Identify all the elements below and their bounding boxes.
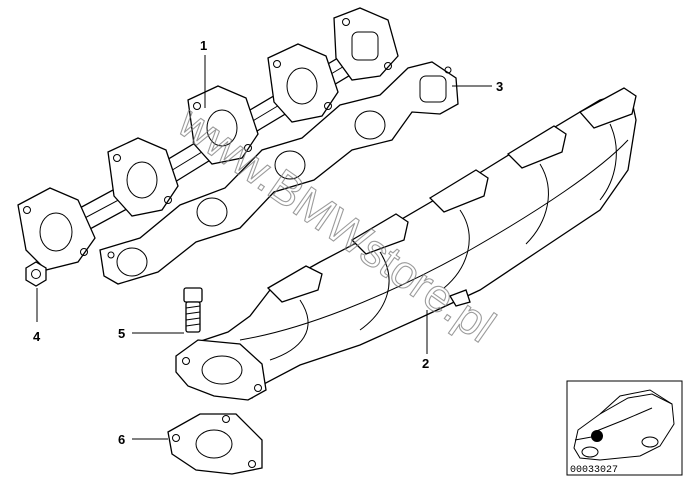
callout-2: 2 (422, 356, 429, 371)
part-3-manifold-gasket (99, 61, 459, 285)
callout-3: 3 (496, 79, 503, 94)
part-5-stud-bolt (183, 287, 203, 333)
car-outline-icon (573, 389, 675, 461)
part-1-exhaust-manifold-upper (17, 7, 399, 271)
callout-6: 6 (118, 432, 125, 447)
callout-4: 4 (33, 329, 41, 344)
leader-lines (36, 55, 492, 440)
part-4-hex-nut (25, 261, 47, 287)
callout-5: 5 (118, 326, 125, 341)
part-2-exhaust-manifold-lower (175, 87, 637, 401)
car-locator-thumbnail: 00033027 (566, 380, 683, 476)
part-6-flange-gasket (167, 413, 263, 475)
reference-number: 00033027 (570, 465, 618, 476)
callout-1: 1 (200, 38, 207, 53)
